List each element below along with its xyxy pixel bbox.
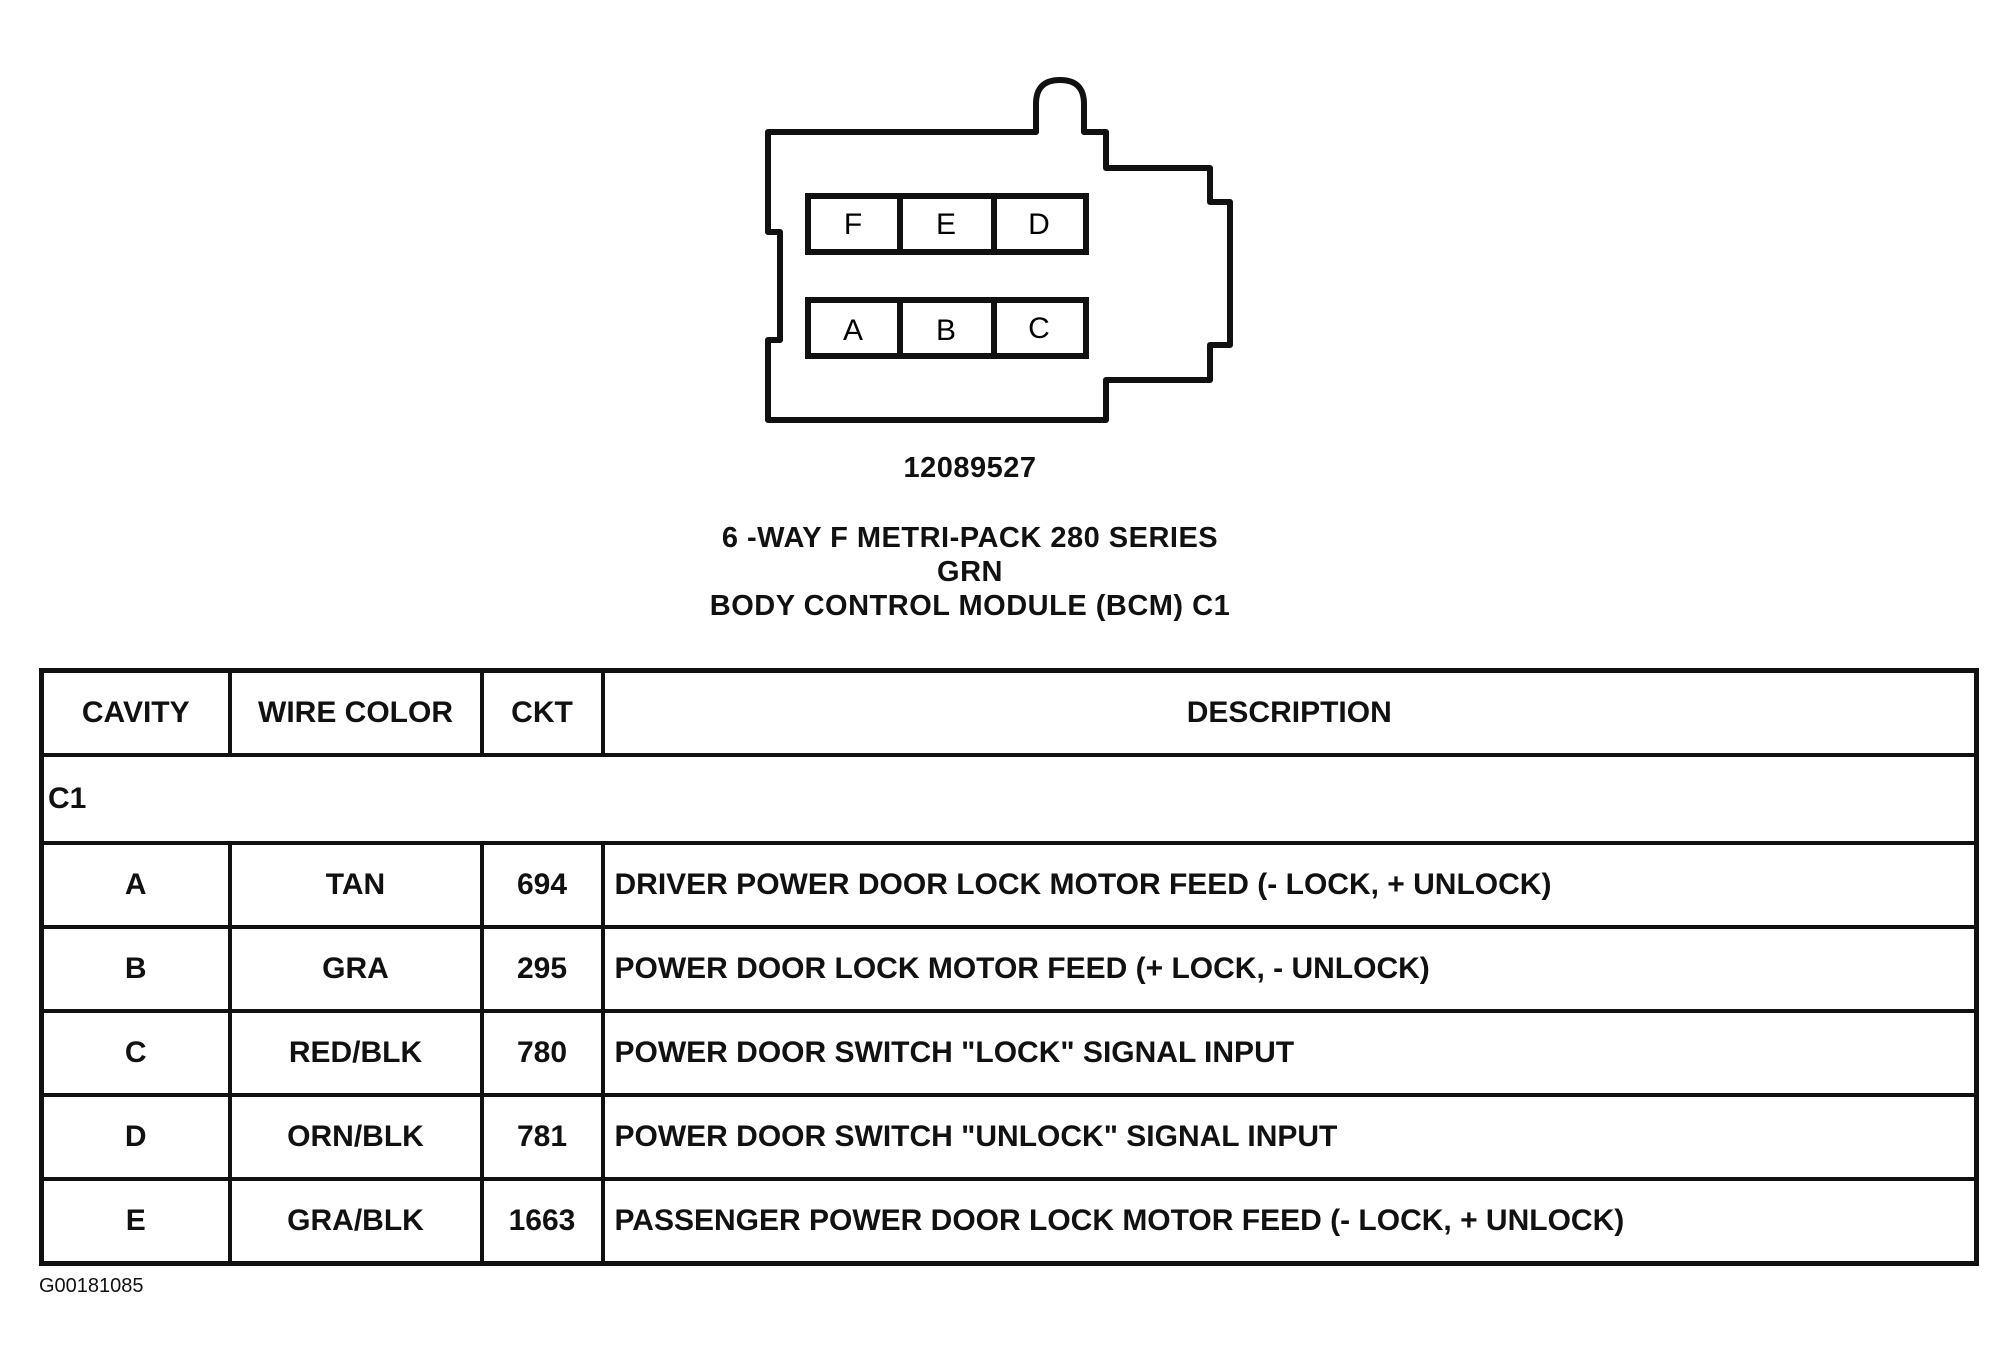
table-header-row: CAVITY WIRE COLOR CKT DESCRIPTION [39,668,1979,757]
cell-wire-color: TAN [227,841,484,929]
header-ckt: CKT [479,668,605,757]
cavity-label-f: F [844,208,862,241]
cavity-label-d: D [1028,208,1050,241]
cell-cavity: B [39,925,232,1013]
cell-description: PASSENGER POWER DOOR LOCK MOTOR FEED (- … [600,1177,1979,1266]
cavity-label-c: C [1028,312,1050,345]
pinout-table: CAVITY WIRE COLOR CKT DESCRIPTION C1 A T… [39,668,1979,1266]
cell-wire-color: GRA/BLK [227,1177,484,1266]
header-cavity: CAVITY [39,668,232,757]
cavity-label-a: A [843,314,863,347]
table-section-row: C1 [39,753,1979,845]
cell-ckt: 780 [479,1009,605,1097]
cell-description: POWER DOOR LOCK MOTOR FEED (+ LOCK, - UN… [600,925,1979,1013]
cell-ckt: 694 [479,841,605,929]
cell-cavity: E [39,1177,232,1266]
cavity-row-bottom [805,297,1089,359]
connector-title-line-1: 6 -WAY F METRI-PACK 280 SERIES [721,522,1219,554]
table-row: B GRA 295 POWER DOOR LOCK MOTOR FEED (+ … [39,925,1979,1013]
cell-cavity: A [39,841,232,929]
cell-description: POWER DOOR SWITCH "UNLOCK" SIGNAL INPUT [600,1093,1979,1181]
part-number: 12089527 [903,452,1037,484]
header-description: DESCRIPTION [600,668,1979,757]
table-row: D ORN/BLK 781 POWER DOOR SWITCH "UNLOCK"… [39,1093,1979,1181]
cell-ckt: 781 [479,1093,605,1181]
cell-description: POWER DOOR SWITCH "LOCK" SIGNAL INPUT [600,1009,1979,1097]
cell-description: DRIVER POWER DOOR LOCK MOTOR FEED (- LOC… [600,841,1979,929]
table-row: A TAN 694 DRIVER POWER DOOR LOCK MOTOR F… [39,841,1979,929]
cell-wire-color: GRA [227,925,484,1013]
table-row: C RED/BLK 780 POWER DOOR SWITCH "LOCK" S… [39,1009,1979,1097]
cell-cavity: C [39,1009,232,1097]
cavity-label-e: E [936,208,956,241]
connector-title-line-3: BODY CONTROL MODULE (BCM) C1 [709,590,1231,622]
cavity-row-top [805,193,1089,255]
connector-face-diagram: F E D A B C [765,77,1233,423]
cell-ckt: 295 [479,925,605,1013]
section-label: C1 [39,753,1979,845]
cavity-label-b: B [936,314,956,347]
cell-wire-color: ORN/BLK [227,1093,484,1181]
connector-color-line: GRN [937,556,1003,588]
cell-cavity: D [39,1093,232,1181]
figure-code: G00181085 [39,1275,144,1297]
cell-wire-color: RED/BLK [227,1009,484,1097]
header-wire-color: WIRE COLOR [227,668,484,757]
cell-ckt: 1663 [479,1177,605,1266]
connector-housing-outline [765,77,1233,423]
table-row: E GRA/BLK 1663 PASSENGER POWER DOOR LOCK… [39,1177,1979,1266]
